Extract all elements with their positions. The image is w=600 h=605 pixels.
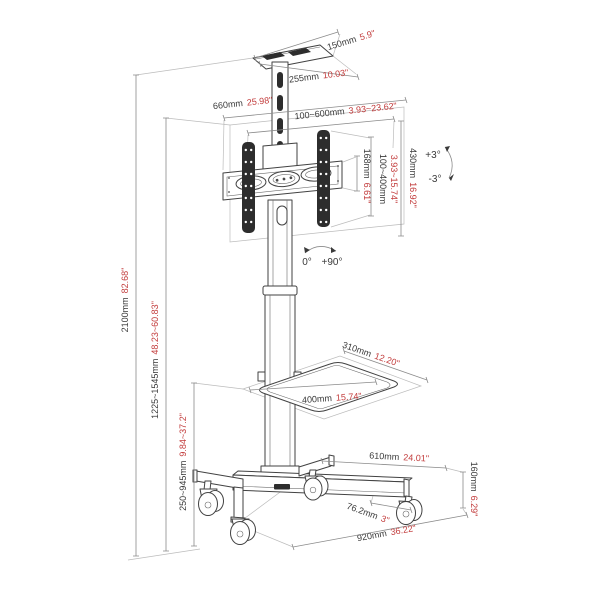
angle-swivel-max: +90° [322, 257, 343, 268]
leg-left [192, 469, 246, 524]
dim-shelf-depth: 310mm12.20" [341, 340, 401, 369]
column-collar [262, 285, 298, 296]
dim-vesa-height-in: 3.93~15.74" [389, 155, 399, 204]
dim-total-height: 2100mm82.68" [120, 268, 130, 333]
caster-right-front [396, 495, 423, 525]
shelf [257, 362, 398, 412]
swivel-arrow [304, 246, 337, 254]
angle-tilt-up: +3° [425, 150, 440, 161]
dimension-ticks [133, 28, 469, 557]
dim-bar-height: 168mm6.61" [362, 149, 372, 204]
extension-lines [127, 33, 468, 561]
base [192, 454, 423, 545]
cart-artwork [192, 44, 454, 545]
tilt-arrow [444, 146, 454, 181]
cable-slot [276, 205, 288, 226]
caster-right-rear [303, 475, 329, 501]
angle-tilt-down: -3° [429, 174, 442, 185]
top-tray [252, 44, 334, 70]
vesa-rail-left [242, 142, 255, 233]
dim-caster: 76.2mm3" [345, 501, 390, 526]
angle-swivel-min: 0° [302, 257, 312, 268]
dim-mount-height: 430mm16.92" [408, 148, 418, 208]
dimension-lines [133, 28, 469, 557]
brand-plaque [274, 484, 290, 490]
leg-right [298, 454, 335, 478]
vesa-rail-right [317, 130, 330, 227]
dim-top-depth: 150mm5.9" [326, 28, 376, 52]
caster-left-front [230, 518, 256, 545]
dim-shelf-height: 250~945mm9.84~37.2" [178, 413, 188, 511]
caster-left-rear [198, 488, 224, 516]
shelf-clamp-left [257, 371, 266, 382]
dim-vesa-height-mm: 100~400mm [378, 154, 388, 204]
main-column [262, 199, 298, 471]
crossbar-end-cap [403, 478, 410, 498]
dim-base-height: 160mm6.29" [469, 462, 479, 517]
dim-center-height: 1225~1545mm48.23~60.83" [150, 301, 160, 419]
